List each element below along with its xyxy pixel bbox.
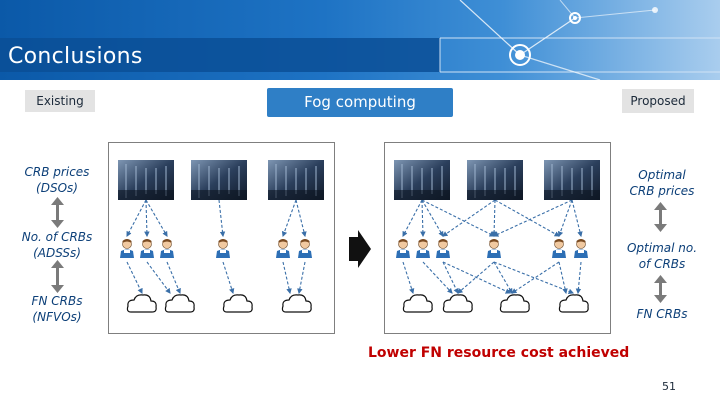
user-icon	[215, 238, 231, 259]
user-icon	[119, 238, 135, 259]
double-arrow-icon	[654, 275, 667, 303]
crb-prices-label: CRB prices (DSOs)	[15, 164, 99, 196]
fn-crbs-role: (NFVOs)	[32, 310, 82, 324]
server-rack-icon	[190, 159, 248, 201]
no-of-crbs-role: (ADSSs)	[33, 246, 81, 260]
existing-diagram	[117, 159, 325, 313]
user-icon	[435, 238, 451, 259]
no-of-crbs-text: No. of CRBs	[21, 230, 93, 244]
cloud-icon	[281, 294, 312, 313]
double-arrow-icon	[51, 260, 64, 293]
double-arrow-icon	[51, 197, 64, 228]
server-rack-icon	[543, 159, 601, 201]
header-banner: Conclusions	[0, 0, 720, 80]
fn-crbs-right-label: FN CRBs	[618, 306, 706, 322]
optimal-no-crbs-line2: of CRBs	[638, 257, 686, 271]
existing-tag: Existing	[25, 90, 95, 112]
user-icon	[395, 238, 411, 259]
right-arrow-icon	[349, 230, 371, 268]
no-of-crbs-label: No. of CRBs (ADSSs)	[15, 229, 99, 261]
cloud-icon	[558, 294, 589, 313]
server-rack-icon	[267, 159, 325, 201]
optimal-crb-prices-line1: Optimal	[638, 168, 686, 182]
proposed-diagram	[393, 159, 601, 313]
cloud-icon	[402, 294, 433, 313]
optimal-no-crbs-label: Optimal no. of CRBs	[618, 240, 706, 272]
user-icon	[415, 238, 431, 259]
proposed-tag: Proposed	[622, 89, 694, 113]
user-icon	[486, 238, 502, 259]
double-arrow-icon	[654, 202, 667, 232]
cloud-icon	[499, 294, 530, 313]
server-rack-icon	[466, 159, 524, 201]
fog-computing-tag: Fog computing	[267, 88, 453, 117]
optimal-crb-prices-line2: CRB prices	[629, 184, 695, 198]
user-icon	[275, 238, 291, 259]
fn-crbs-label: FN CRBs (NFVOs)	[15, 293, 99, 325]
optimal-no-crbs-line1: Optimal no.	[626, 241, 698, 255]
server-rack-icon	[393, 159, 451, 201]
user-icon	[297, 238, 313, 259]
cloud-icon	[126, 294, 157, 313]
optimal-crb-prices-label: Optimal CRB prices	[618, 167, 706, 199]
fn-crbs-right-text: FN CRBs	[636, 307, 688, 321]
user-icon	[573, 238, 589, 259]
cloud-icon	[222, 294, 253, 313]
crb-prices-text: CRB prices	[24, 165, 90, 179]
slide-title: Conclusions	[8, 44, 143, 69]
page-number: 51	[662, 380, 676, 393]
fn-crbs-text: FN CRBs	[31, 294, 83, 308]
result-text: Lower FN resource cost achieved	[368, 345, 630, 361]
cloud-icon	[164, 294, 195, 313]
user-icon	[159, 238, 175, 259]
server-rack-icon	[117, 159, 175, 201]
cloud-icon	[442, 294, 473, 313]
user-icon	[139, 238, 155, 259]
crb-prices-role: (DSOs)	[36, 181, 78, 195]
network-graphic	[0, 0, 720, 80]
user-icon	[551, 238, 567, 259]
